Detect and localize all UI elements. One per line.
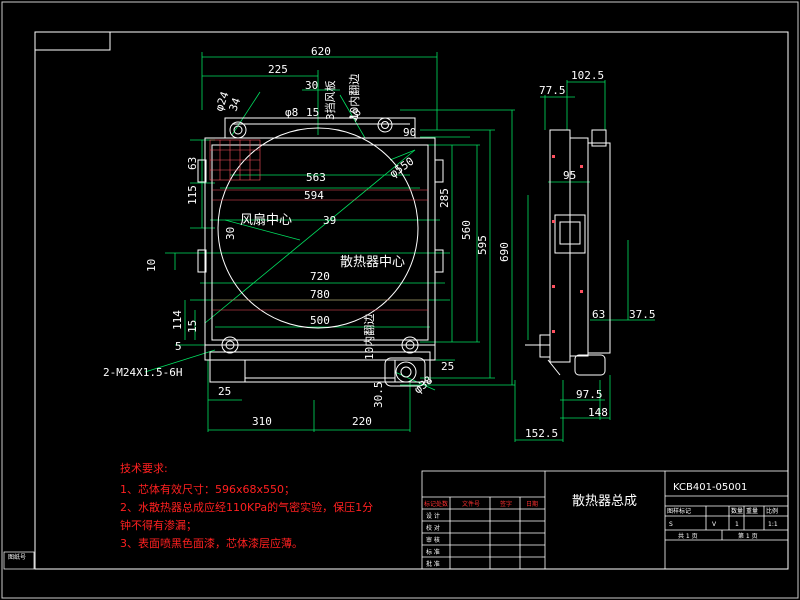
notes-title: 技术要求: <box>120 462 168 475</box>
dim-102-5: 102.5 <box>571 69 604 82</box>
tb-header-3: 比例 <box>766 507 778 515</box>
dim-563: 563 <box>306 171 326 184</box>
tb-sign-row-3: 标 准 <box>426 548 440 556</box>
dim-152-5: 152.5 <box>525 427 558 440</box>
label-baffle-left: 10内翻边 <box>347 74 361 120</box>
dim-side-63: 63 <box>592 308 605 321</box>
tb-sign-row-0: 设 计 <box>426 512 440 520</box>
dim-25-a: 25 <box>218 385 231 398</box>
dim-720: 720 <box>310 270 330 283</box>
dim-15: 15 <box>306 106 319 119</box>
dim-30-5: 30.5 <box>372 382 385 409</box>
dim-34: 34 <box>227 96 244 113</box>
dim-97-5: 97.5 <box>576 388 603 401</box>
tb-header-0: 图样标记 <box>667 507 691 515</box>
dim-phi550: φ550 <box>387 155 416 181</box>
tb-sign-col-2: 签字 <box>500 500 512 508</box>
tb-header-2: 重量 <box>746 507 758 515</box>
tb-sheet-of: 第 1 页 <box>738 532 758 540</box>
tb-value-0: S <box>669 521 673 528</box>
corner-box <box>34 31 111 51</box>
tb-sign-row-2: 审 核 <box>426 536 440 544</box>
tb-sign-col-0: 标记处数 <box>424 500 448 508</box>
tb-value-2: 1 <box>735 521 739 528</box>
label-thread: 2-M24X1.5-6H <box>103 366 182 379</box>
dim-95: 95 <box>563 169 576 182</box>
tb-value-1: V <box>712 521 717 528</box>
notes-line-2b: 钟不得有渗漏； <box>120 518 197 532</box>
dim-148: 148 <box>588 406 608 419</box>
dim-v285: 285 <box>438 188 451 208</box>
dim-v10: 10 <box>145 259 158 272</box>
dim-30: 30 <box>305 79 318 92</box>
dim-310: 310 <box>252 415 272 428</box>
dim-77-5: 77.5 <box>539 84 566 97</box>
label-fan-center: 风扇中心 <box>240 212 292 228</box>
dim-39: 39 <box>323 214 336 227</box>
tb-header-1: 数量 <box>731 507 743 515</box>
tb-sign-row-4: 批 准 <box>426 560 440 568</box>
notes-line-2a: 2、水散热器总成应经110KPa的气密实验，保压1分 <box>120 500 373 514</box>
title-block <box>421 470 789 570</box>
dim-v115: 115 <box>186 185 199 205</box>
part-name: 散热器总成 <box>572 494 637 509</box>
dim-37-5: 37.5 <box>629 308 656 321</box>
dim-90: 90 <box>403 126 416 139</box>
dim-10: 10 <box>346 107 364 125</box>
notes-line-3: 3、表面喷黑色面漆，芯体漆层应薄。 <box>120 536 303 550</box>
notes-line-1: 1、芯体有效尺寸：596x68x550； <box>120 482 295 496</box>
label-seal-plate: 3挡风板 <box>323 80 337 120</box>
dim-220: 220 <box>352 415 372 428</box>
tb-sheets: 共 1 页 <box>678 532 698 540</box>
dim-v690: 690 <box>498 242 511 262</box>
tb-value-3: 1:1 <box>768 521 778 528</box>
tb-sign-col-3: 日期 <box>526 500 538 508</box>
dim-v15: 15 <box>186 320 199 333</box>
corner-mark-text: 图纸号 <box>8 553 26 561</box>
dim-780: 780 <box>310 288 330 301</box>
tb-sign-row-1: 校 对 <box>426 524 440 532</box>
label-baffle-bottom: 10内翻边 <box>362 314 376 360</box>
tb-sign-col-1: 文件号 <box>462 500 480 508</box>
dim-v114: 114 <box>171 310 184 330</box>
dim-25-b: 25 <box>441 360 454 373</box>
inner-frame <box>34 31 789 570</box>
dim-500: 500 <box>310 314 330 327</box>
dim-v30: 30 <box>224 227 237 240</box>
corner-mark-box <box>3 551 35 570</box>
dim-phi8: φ8 <box>285 106 298 119</box>
dim-slash5: 5 <box>175 340 182 353</box>
side-view: 102.5 77.5 95 63 37.5 97.5 148 152.5 <box>514 69 656 442</box>
dim-v63: 63 <box>186 157 199 170</box>
label-radiator-center: 散热器中心 <box>340 255 405 270</box>
dim-v560: 560 <box>460 220 473 240</box>
dim-620: 620 <box>311 45 331 58</box>
drawing-number: KCB401-05001 <box>673 482 747 493</box>
technical-notes: 技术要求: 1、芯体有效尺寸：596x68x550； 2、水散热器总成应经110… <box>120 462 373 550</box>
dim-v595: 595 <box>476 235 489 255</box>
dim-225: 225 <box>268 63 288 76</box>
dim-594: 594 <box>304 189 324 202</box>
front-view: 620 225 30 φ8 15 90 563 594 39 720 780 5… <box>103 45 515 432</box>
